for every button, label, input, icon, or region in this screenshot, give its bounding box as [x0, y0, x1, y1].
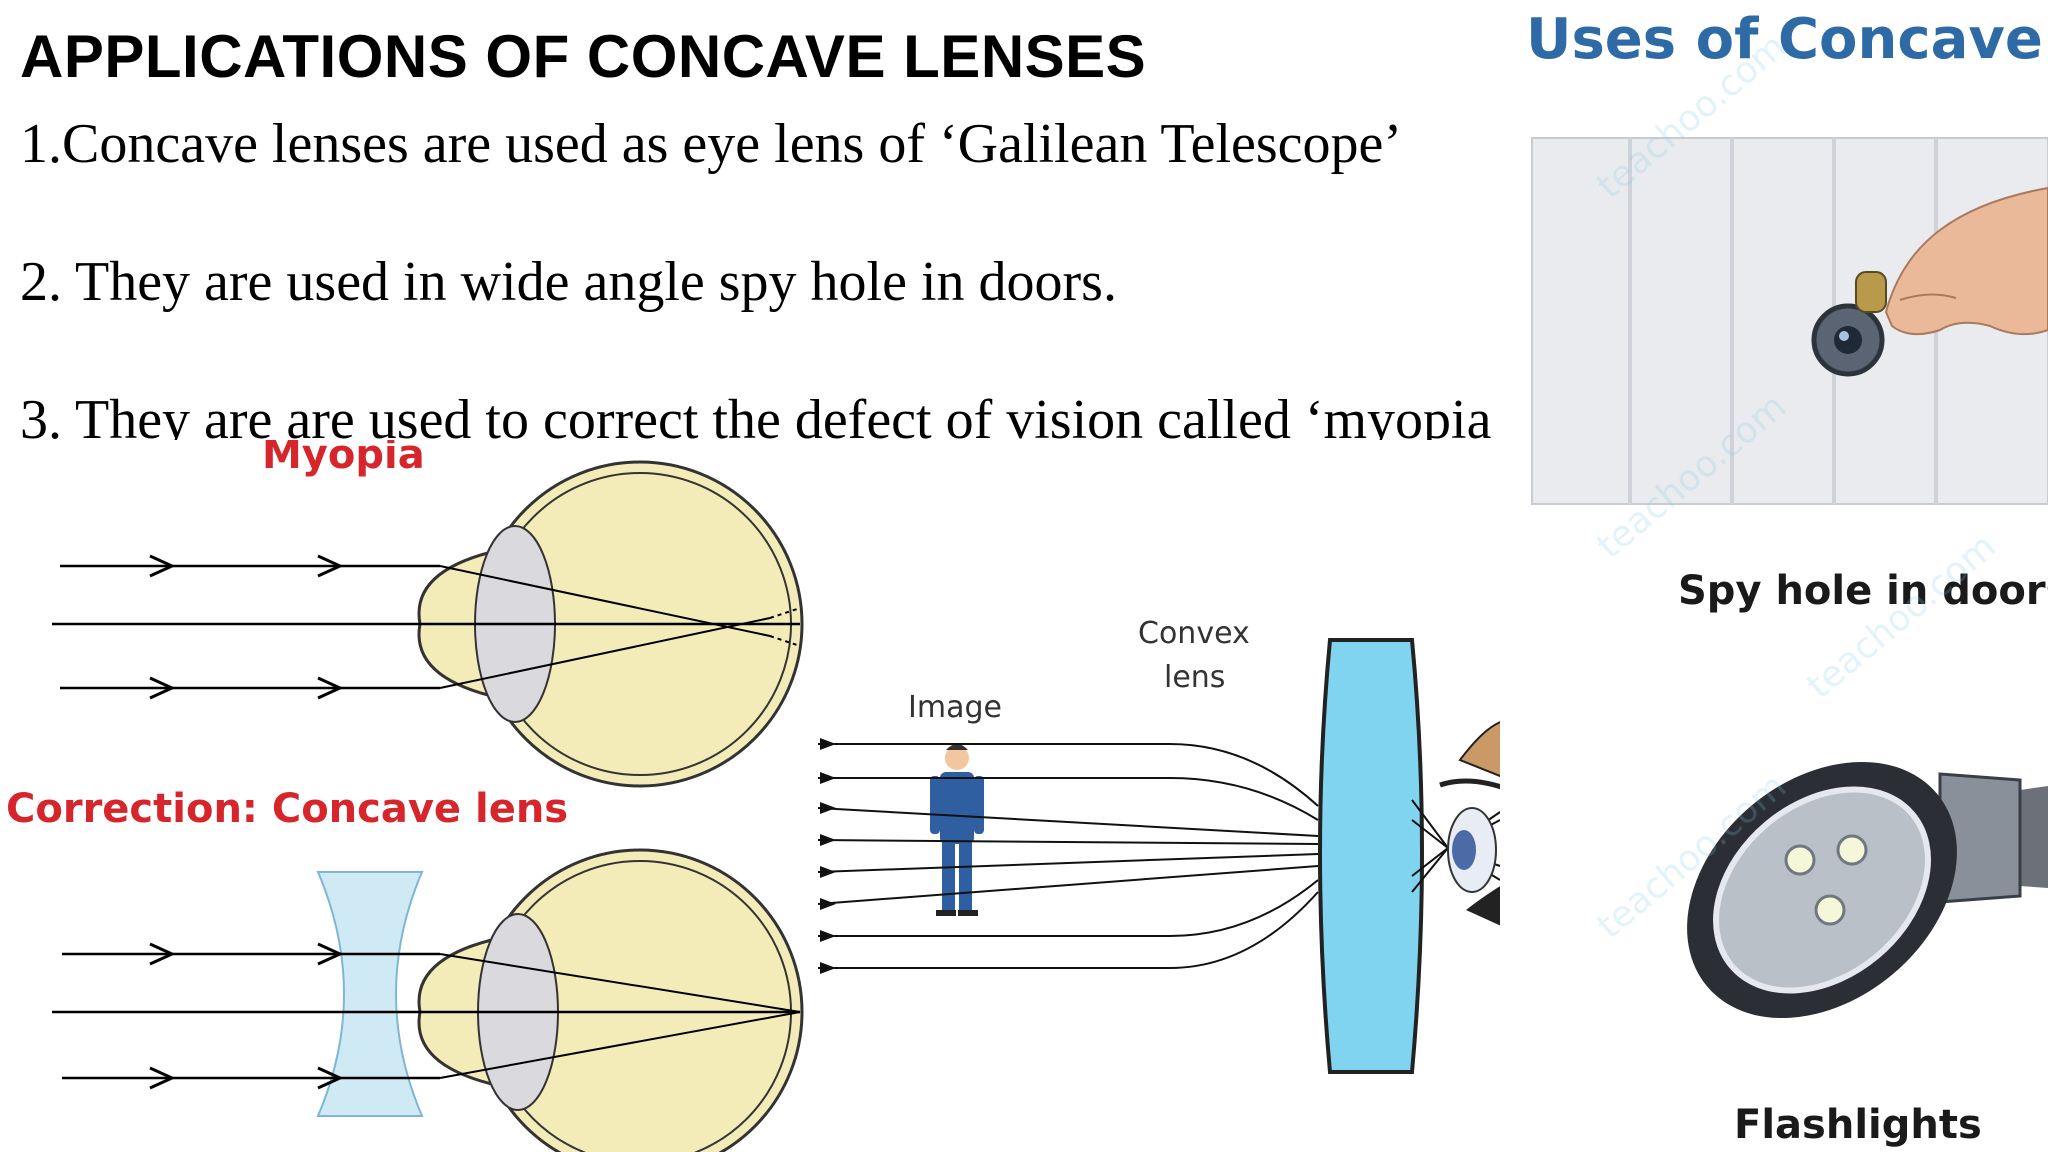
page-title: APPLICATIONS OF CONCAVE LENSES [20, 23, 1147, 90]
myopia-diagram: Myopia [52, 440, 804, 788]
myopia-title: Myopia [262, 440, 425, 478]
door-viewer-icon [1811, 271, 1887, 377]
uses-panel-title: Uses of Concave Len [1526, 7, 2048, 72]
convex-lens-label-line1: Convex [1138, 616, 1250, 651]
telescope-diagram: Image Convex lens [817, 616, 1510, 1074]
image-label: Image [908, 690, 1002, 725]
application-point-2: 2. They are used in wide angle spy hole … [20, 251, 1117, 313]
viewer-eye-icon [1439, 718, 1510, 930]
spy-hole-photo [1531, 137, 2048, 505]
flashlight-photo [1687, 761, 2048, 1019]
flashlight-icon [1687, 761, 1957, 1019]
lens-diagrams: Myopia Correction: Concave lens [6, 440, 1510, 1152]
correction-diagram: Correction: Concave lens [6, 786, 804, 1152]
correction-label: Correction: Concave lens [6, 786, 568, 832]
application-point-1: 1.Concave lenses are used as eye lens of… [20, 113, 1403, 175]
application-point-3: 3. They are are used to correct the defe… [20, 389, 1492, 440]
hand-icon [1884, 186, 2048, 336]
spy-hole-caption: Spy hole in doors [1678, 568, 2048, 614]
convex-lens-label-line2: lens [1164, 660, 1225, 695]
eye-icon [417, 848, 804, 1152]
uses-panel: Uses of Concave Len Spy hole in doors [1500, 0, 2048, 1152]
flashlights-caption: Flashlights [1734, 1102, 1982, 1148]
convex-lens-icon [1318, 638, 1424, 1074]
person-icon [930, 744, 984, 916]
